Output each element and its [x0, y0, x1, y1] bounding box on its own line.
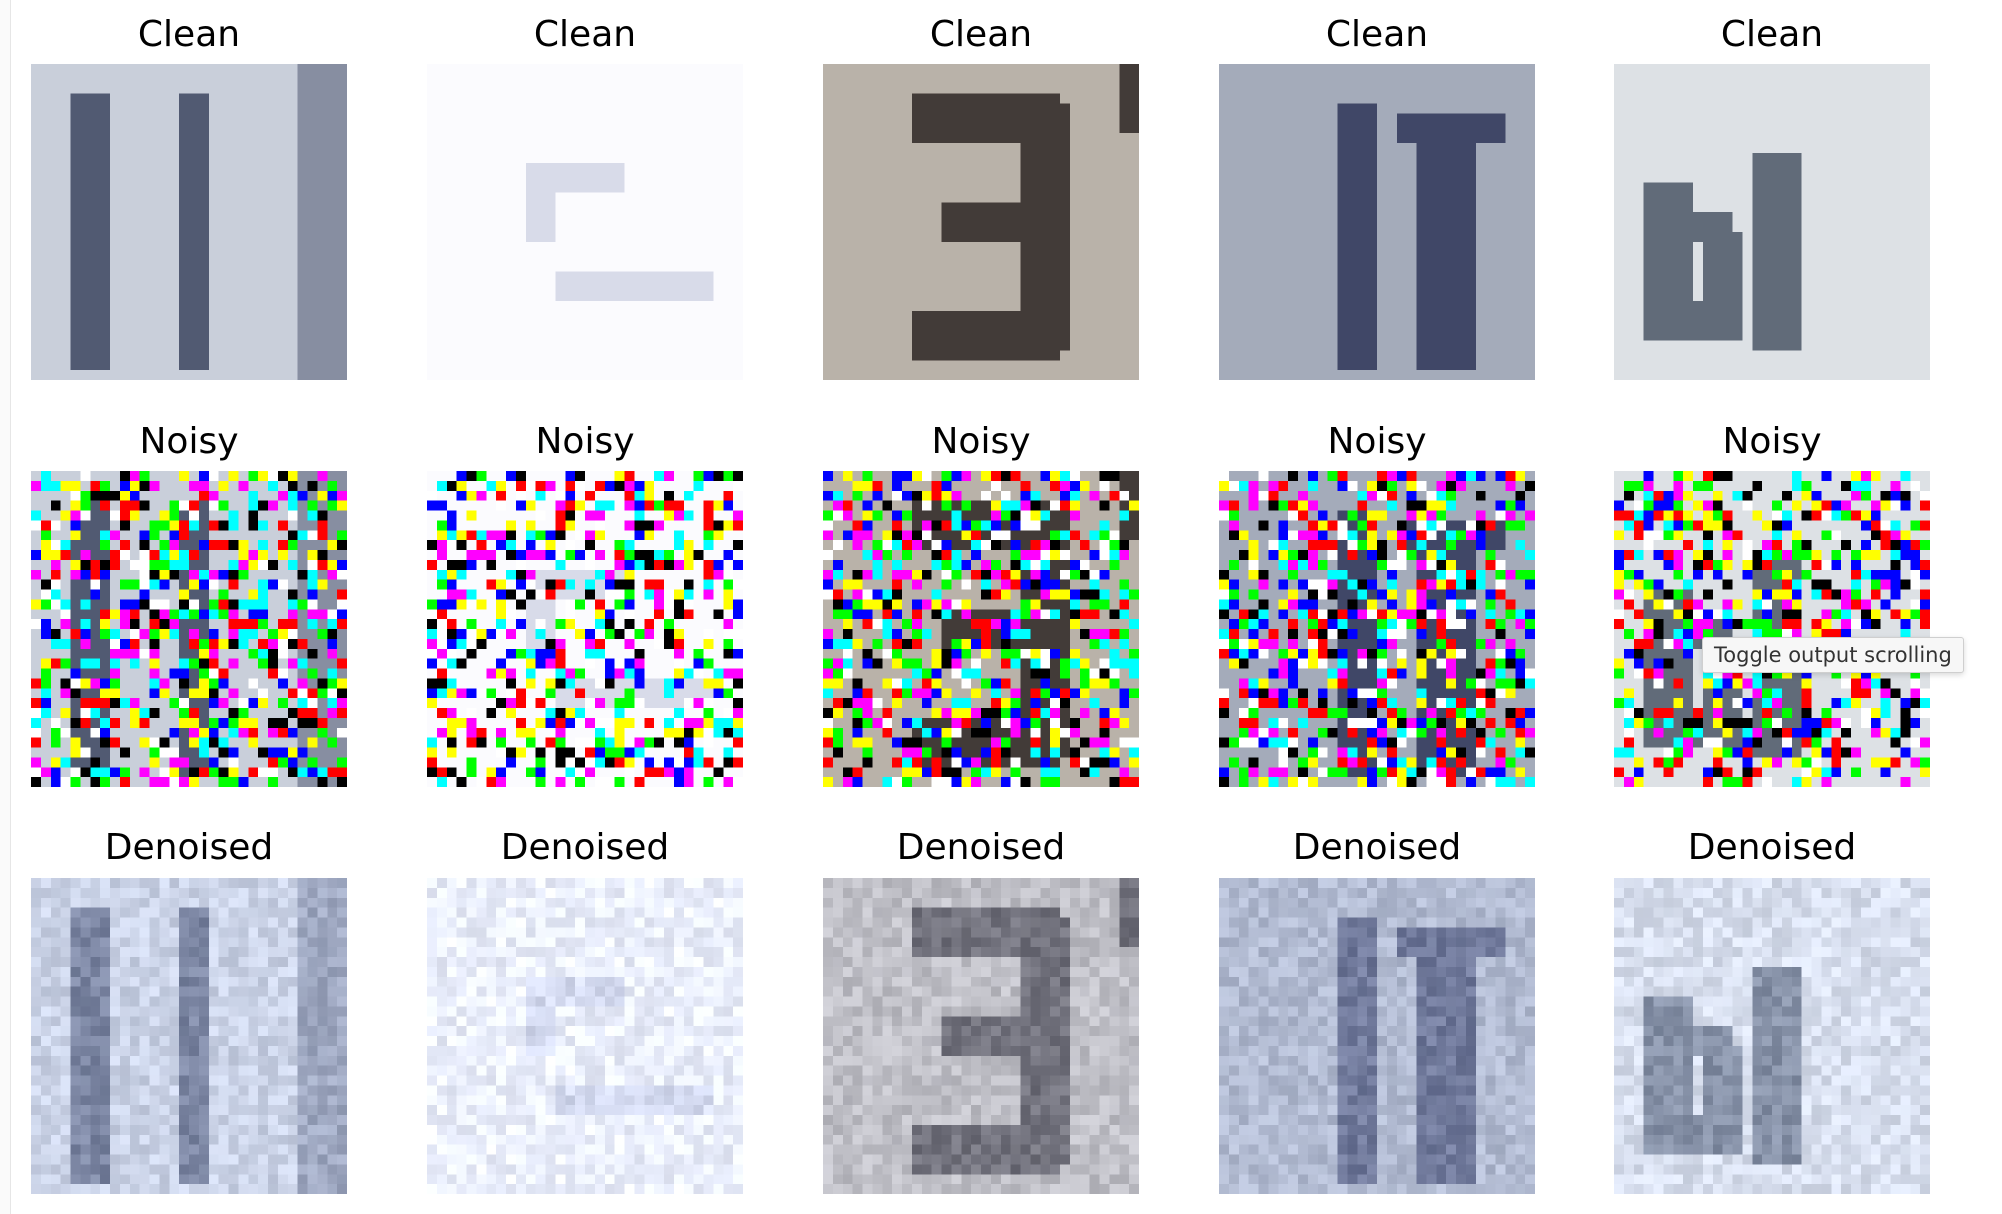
pixel-grid [31, 471, 347, 787]
panel-title-denoised: Denoised [104, 827, 274, 868]
clean-image [31, 64, 347, 380]
denoised-image [823, 878, 1139, 1194]
pixel-grid [1614, 64, 1930, 380]
noisy-image [427, 471, 743, 787]
clean-image [1219, 64, 1535, 380]
panel-title-noisy: Noisy [931, 421, 1031, 462]
noisy-image [823, 471, 1139, 787]
pixel-grid [31, 64, 347, 380]
pixel-grid [1614, 878, 1930, 1194]
panel-title-noisy: Noisy [139, 421, 239, 462]
noisy-image [1614, 471, 1930, 787]
panel-title-denoised: Denoised [1292, 827, 1462, 868]
noisy-image [31, 471, 347, 787]
pixel-grid [427, 64, 743, 380]
panel-title-clean: Clean [1325, 14, 1429, 55]
pixel-grid [823, 471, 1139, 787]
pixel-grid [1219, 471, 1535, 787]
denoised-image [1614, 878, 1930, 1194]
clean-image [823, 64, 1139, 380]
pixel-grid [823, 878, 1139, 1194]
panel-title-clean: Clean [137, 14, 241, 55]
panel-title-clean: Clean [533, 14, 637, 55]
panel-title-noisy: Noisy [1722, 421, 1822, 462]
pixel-grid [427, 878, 743, 1194]
pixel-grid [1219, 878, 1535, 1194]
denoised-image [1219, 878, 1535, 1194]
panel-title-clean: Clean [1720, 14, 1824, 55]
pixel-grid [31, 878, 347, 1194]
pixel-grid [823, 64, 1139, 380]
denoised-image [427, 878, 743, 1194]
panel-title-clean: Clean [929, 14, 1033, 55]
panel-title-denoised: Denoised [896, 827, 1066, 868]
panel-title-noisy: Noisy [1327, 421, 1427, 462]
toggle-output-scrolling-tooltip: Toggle output scrolling [1702, 637, 1964, 673]
panel-title-denoised: Denoised [1687, 827, 1857, 868]
pixel-grid [427, 471, 743, 787]
output-prompt-gutter [0, 0, 11, 1214]
noisy-image [1219, 471, 1535, 787]
pixel-grid [1219, 64, 1535, 380]
panel-title-noisy: Noisy [535, 421, 635, 462]
panel-title-denoised: Denoised [500, 827, 670, 868]
clean-image [1614, 64, 1930, 380]
denoised-image [31, 878, 347, 1194]
pixel-grid [1614, 471, 1930, 787]
clean-image [427, 64, 743, 380]
